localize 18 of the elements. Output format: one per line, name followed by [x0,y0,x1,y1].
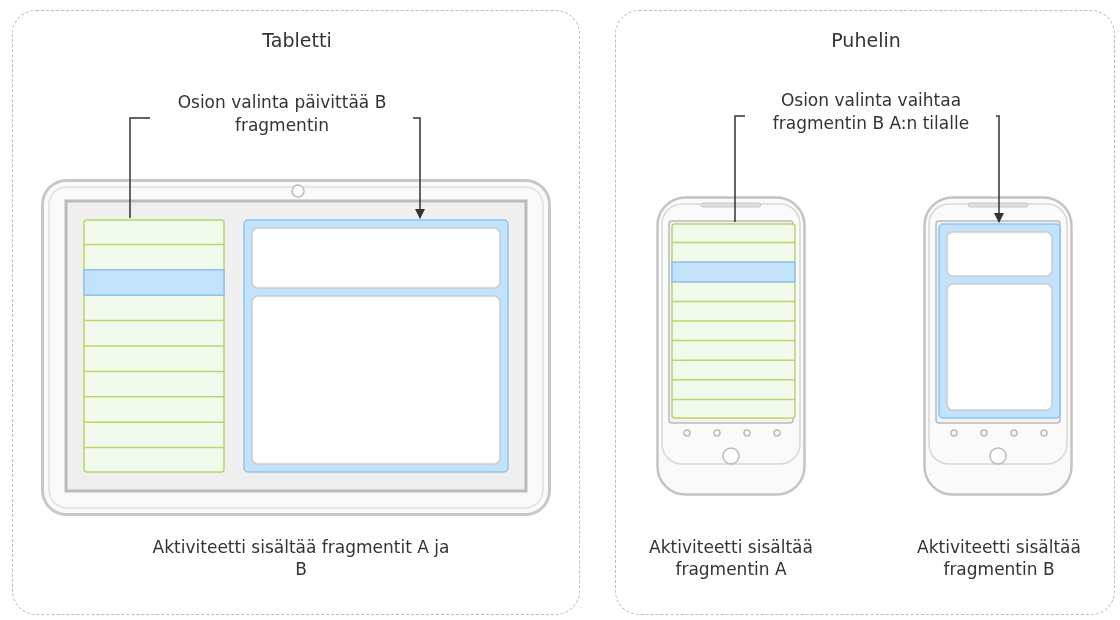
group-panel [12,10,580,615]
detail-pane [938,223,1061,419]
leader-line [129,117,151,219]
node-label: Aktiviteetti sisältää fragmentin A [648,536,814,580]
panel-title: Puhelin [830,29,902,51]
node-label: Aktiviteetti sisältää fragmentin B [916,536,1082,580]
leader-line [734,115,746,223]
panel-title: Tabletti [261,29,333,51]
node-label: Aktiviteetti sisältää fragmentit A ja B [151,536,451,580]
phone-device [656,196,806,496]
phone-device [923,196,1073,496]
tablet-device [41,179,551,516]
list-pane [83,219,225,473]
list-pane [671,223,796,419]
detail-pane [243,219,509,473]
leader-line [411,117,425,219]
group-panel [615,10,1115,615]
leader-line [994,115,1004,223]
